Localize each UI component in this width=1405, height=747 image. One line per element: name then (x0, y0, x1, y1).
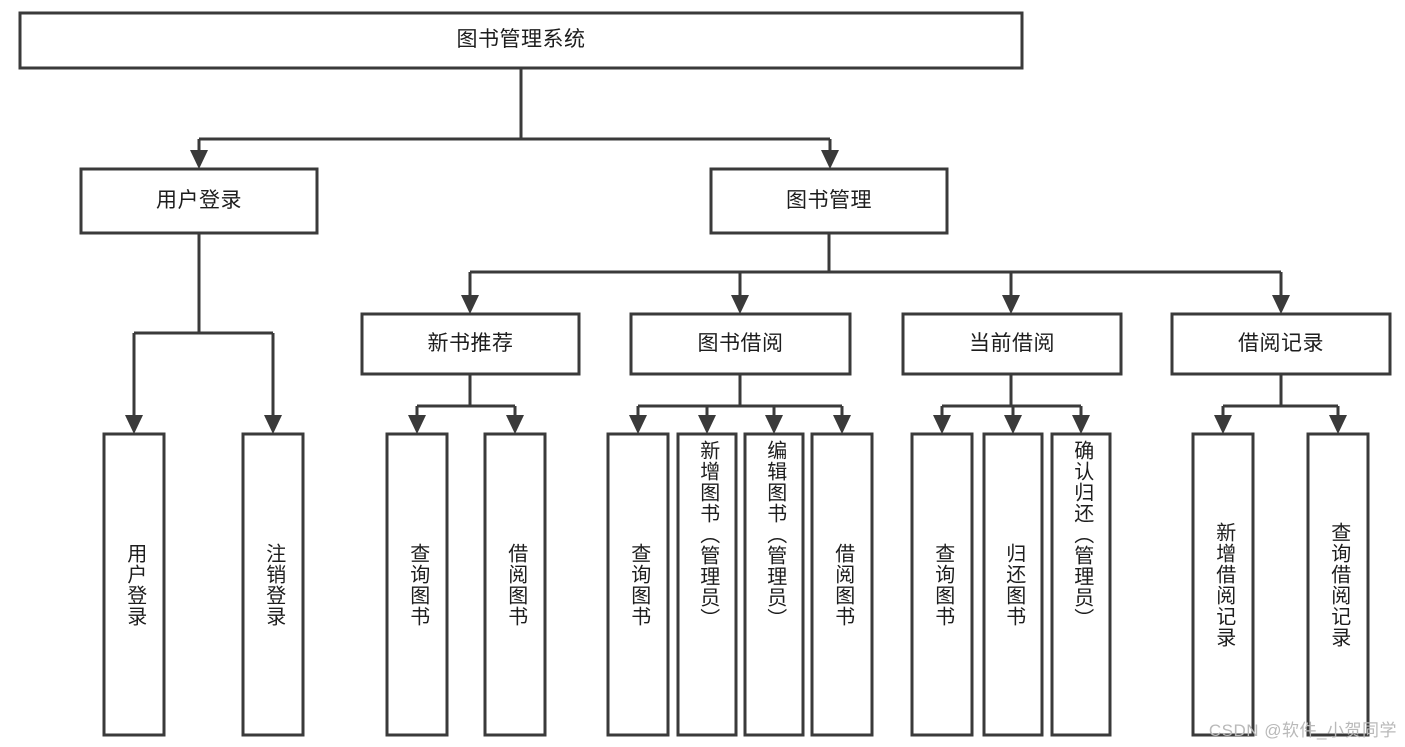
node-box-leaf-return-book[interactable] (982, 432, 1044, 737)
watermark-text: CSDN @软件_小贺同学 (1208, 721, 1397, 740)
connector-book-manage-to-level3 (461, 233, 1290, 314)
node-box-leaf-edit-book[interactable] (743, 432, 805, 737)
connector-borrow-record-to-leaves (1214, 374, 1347, 434)
node-box-current-borrow[interactable] (901, 312, 1123, 376)
node-box-leaf-user-logout[interactable] (241, 432, 305, 737)
connector-new-book-rec-to-leaves (408, 374, 524, 434)
node-box-leaf-borrow-book-1[interactable] (483, 432, 547, 737)
node-box-root[interactable] (18, 11, 1024, 70)
node-box-leaf-user-login[interactable] (102, 432, 166, 737)
connector-user-login-to-leaves (125, 233, 282, 434)
node-box-user-login[interactable] (79, 167, 319, 235)
node-box-leaf-query-book-1[interactable] (385, 432, 449, 737)
node-box-leaf-query-book-2[interactable] (606, 432, 670, 737)
node-box-leaf-query-record[interactable] (1306, 432, 1370, 737)
node-box-leaf-add-record[interactable] (1191, 432, 1255, 737)
node-box-book-borrow[interactable] (629, 312, 852, 376)
node-box-leaf-confirm-return[interactable] (1050, 432, 1112, 737)
node-box-book-manage[interactable] (709, 167, 949, 235)
connector-current-borrow-to-leaves (933, 374, 1090, 434)
connector-root-to-level2 (190, 68, 839, 169)
node-box-leaf-query-book-3[interactable] (910, 432, 974, 737)
connector-book-borrow-to-leaves (629, 374, 851, 434)
node-box-leaf-borrow-book-2[interactable] (810, 432, 874, 737)
node-box-leaf-add-book[interactable] (676, 432, 738, 737)
node-box-new-book-rec[interactable] (360, 312, 581, 376)
node-box-borrow-record[interactable] (1170, 312, 1392, 376)
